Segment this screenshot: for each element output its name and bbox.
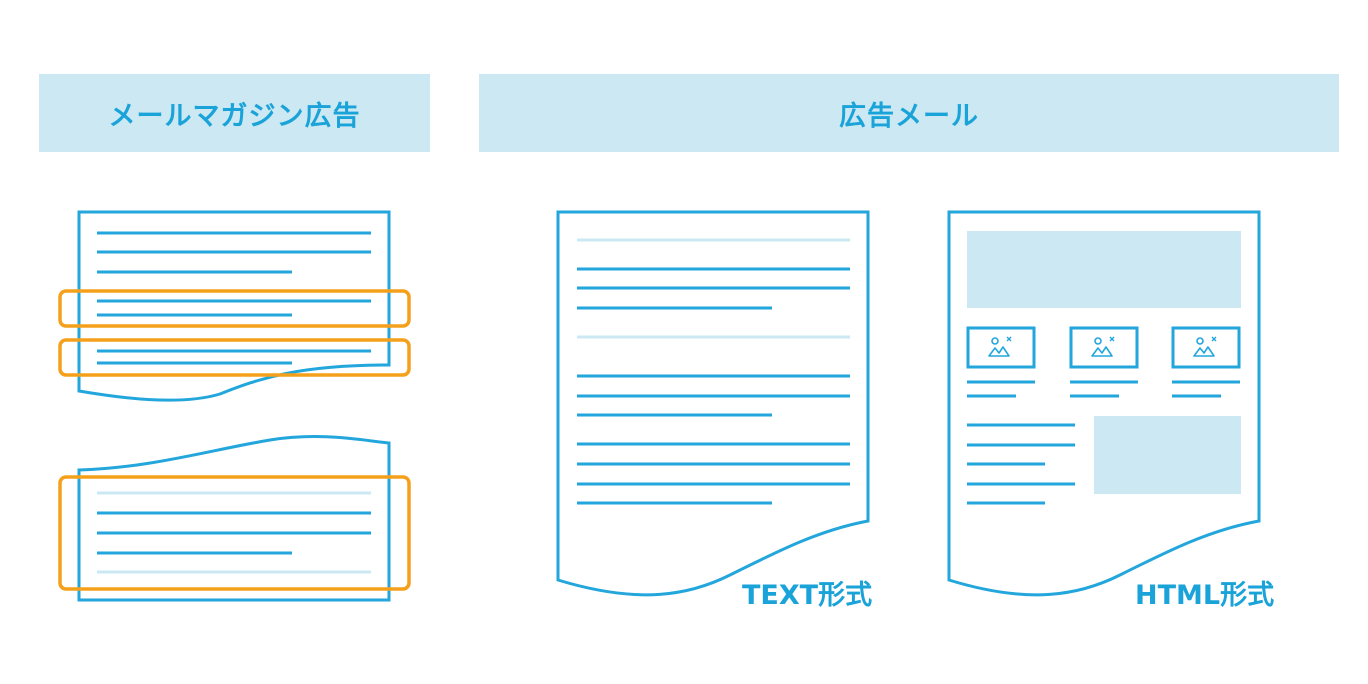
html-ad-block <box>1094 416 1241 494</box>
html-mail-doc <box>947 210 1261 597</box>
text-mail-doc <box>556 210 870 597</box>
ad-highlight-frame <box>58 338 411 377</box>
header-mailmag-ad-label: メールマガジン広告 <box>108 100 361 132</box>
ad-highlight-frame <box>58 475 411 591</box>
mailmag-doc-bottom <box>77 435 391 602</box>
mailmag-doc-top <box>77 210 391 402</box>
image-icon <box>1069 326 1139 369</box>
image-icon <box>1171 326 1241 369</box>
header-mailmag-ad: メールマガジン広告 <box>39 74 430 152</box>
image-icon <box>966 326 1036 369</box>
html-format-caption: HTML形式 <box>1135 580 1275 611</box>
header-ad-mail-label: 広告メール <box>839 100 979 132</box>
header-ad-mail: 広告メール <box>479 74 1339 152</box>
ad-highlight-frame <box>58 289 411 328</box>
text-format-caption: TEXT形式 <box>742 580 873 611</box>
html-banner-block <box>967 231 1241 308</box>
